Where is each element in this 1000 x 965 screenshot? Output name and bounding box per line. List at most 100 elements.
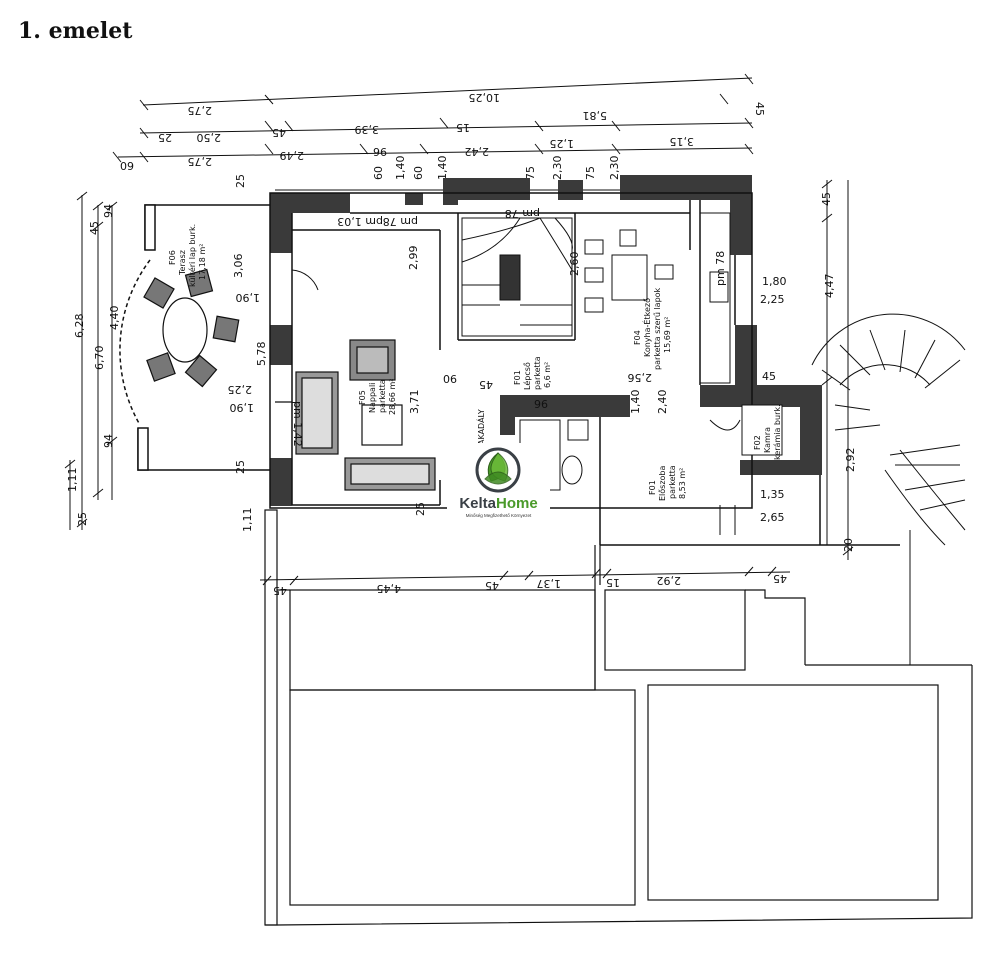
dim-win-75a: 75 xyxy=(524,166,537,180)
hall-name: Előszoba xyxy=(658,465,667,501)
living-name: Nappali xyxy=(368,383,377,413)
dim-578: 5,78 xyxy=(255,342,268,367)
terrace-table xyxy=(143,268,240,388)
kitchen-code: F04 xyxy=(633,330,642,345)
dim-25-top: 25 xyxy=(234,174,247,188)
kitchen-floor: parketta szerű lapok xyxy=(653,287,662,370)
dim-win-230b: 2,30 xyxy=(608,156,621,181)
hall-code: F01 xyxy=(648,480,657,495)
door-label-b: pm 78 xyxy=(383,215,418,228)
dim-left-g: 1,11 xyxy=(66,468,79,493)
dim-win-230a: 2,30 xyxy=(551,156,564,181)
walls-solid xyxy=(270,175,822,506)
dim-96: 96 xyxy=(534,397,548,410)
dim-left-c: 6,28 xyxy=(73,314,86,339)
right-dimension-lines xyxy=(821,179,854,560)
terrace-code: F06 xyxy=(168,250,177,265)
dim-win-75b: 75 xyxy=(584,166,597,180)
dim-bottom-b: 4,45 xyxy=(377,582,402,595)
dim-row2-a: 25 xyxy=(158,131,172,144)
top-dimension-lines xyxy=(112,73,754,163)
logo-brand: KeltaHome xyxy=(447,495,550,512)
hall-floor: parketta xyxy=(668,465,677,499)
page-title: 1. emelet xyxy=(18,18,133,44)
dim-256: 2,56 xyxy=(628,371,653,384)
terrace-floor: kültéri lap burk. xyxy=(187,224,197,287)
right-dimension-labels: 45 4,47 2,92 20 xyxy=(820,192,857,552)
stair-name: Lépcső xyxy=(522,362,532,390)
dim-top-total: 10,25 xyxy=(469,91,501,104)
dim-row3-e: 2,42 xyxy=(465,145,490,158)
dim-bottom-c: 45 xyxy=(485,579,499,592)
dim-row3-a: 60 xyxy=(120,159,134,172)
dim-45: 45 xyxy=(479,378,493,391)
celtic-knot-icon xyxy=(475,447,521,493)
dim-left-d: 4,40 xyxy=(108,306,121,331)
lower-outlines xyxy=(264,509,973,926)
dim-265: 2,65 xyxy=(760,511,785,524)
dim-225b: 2,25 xyxy=(760,293,785,306)
dim-135: 1,35 xyxy=(760,488,785,501)
dim-190a: 1,90 xyxy=(236,291,261,304)
bottom-dimension-labels: 45 4,45 45 1,37 15 2,92 45 xyxy=(273,572,787,597)
wardrobe-label: AKADÁLY xyxy=(475,409,486,445)
dim-140: 1,40 xyxy=(629,390,642,415)
dim-row2-g: 3,15 xyxy=(670,135,695,148)
hall-area: 8,53 m² xyxy=(678,468,687,499)
dim-260: 2,60 xyxy=(568,252,581,277)
walls-outline xyxy=(269,192,900,546)
dim-306: 3,06 xyxy=(232,254,245,279)
opening-dim-labels: 60 1,40 60 1,40 75 2,30 75 2,30 25 xyxy=(234,156,621,189)
dim-left-e: 6,70 xyxy=(93,346,106,371)
door-labels: pm 1,03 pm 78 pm 78 pm 78 pm 1,42 xyxy=(291,207,727,447)
interior-staircase xyxy=(461,217,573,337)
living-area: 28,66 m² xyxy=(388,379,397,415)
dim-row2-f: 1,25 xyxy=(550,137,575,150)
door-label-a: pm 1,03 xyxy=(337,215,383,228)
logo-tagline: Minőség Megfizethető Környezet xyxy=(465,513,532,518)
pantry-name: Kamra xyxy=(763,427,772,453)
stair-code: F01 xyxy=(513,370,522,385)
logo-brand-part1: Kelta xyxy=(459,495,496,512)
dim-row3-b: 2,75 xyxy=(188,155,213,168)
dim-row2-c: 45 xyxy=(272,126,286,139)
dim-left-b: 94 xyxy=(102,204,115,218)
dim-top-a: 2,75 xyxy=(188,104,213,117)
kitchen-name: Konyha-Étkező xyxy=(641,298,652,357)
kelta-home-logo: KeltaHome Minőség Megfizethető Környezet xyxy=(447,443,550,521)
living-furniture xyxy=(275,339,436,491)
dim-240: 2,40 xyxy=(656,390,669,415)
dim-180: 1,80 xyxy=(762,275,787,288)
dim-190b: 1,90 xyxy=(230,401,255,414)
kitchen-area: 15,69 m² xyxy=(663,317,672,353)
kitchen-furniture xyxy=(584,212,731,384)
inner-dimension-labels: 3,06 1,90 2,99 5,78 2,25 1,90 3,71 25 25… xyxy=(228,246,787,525)
dim-row2-e: 15 xyxy=(456,121,470,134)
dim-bottom-d: 1,37 xyxy=(537,577,562,590)
dim-right-c: 2,92 xyxy=(844,448,857,473)
dim-right-a: 45 xyxy=(820,192,833,206)
dim-row3-c: 2,49 xyxy=(280,149,305,162)
dim-row2-b: 2,50 xyxy=(197,131,222,144)
dim-left-f: 94 xyxy=(102,434,115,448)
door-label-c: pm 78 xyxy=(505,207,540,220)
door-label-d: pm 78 xyxy=(714,251,727,286)
dim-top-b: 5,81 xyxy=(583,109,608,122)
stair-area: 6,6 m² xyxy=(543,362,552,388)
dim-left-a: 45 xyxy=(88,221,101,235)
doors xyxy=(291,269,783,535)
top-dimension-labels: 10,25 2,75 5,81 45 25 2,50 45 3,39 15 1,… xyxy=(120,91,766,172)
dim-299: 2,99 xyxy=(407,246,420,271)
dim-win-140b: 1,40 xyxy=(436,156,449,181)
dim-left-i: 1,11 xyxy=(241,508,254,533)
dim-win-140a: 1,40 xyxy=(394,156,407,181)
left-dimension-labels: 45 94 6,28 4,40 6,70 94 1,11 25 1,11 xyxy=(66,204,254,532)
door-label-e: pm 1,42 xyxy=(291,401,304,447)
dim-bottom-f: 2,92 xyxy=(657,574,682,587)
dim-win-60a: 60 xyxy=(372,166,385,180)
dim-225a: 2,25 xyxy=(228,383,253,396)
terrace-name: Terasz xyxy=(178,250,187,276)
living-floor: parketta xyxy=(378,379,387,413)
dim-bottom-g: 45 xyxy=(773,572,787,585)
